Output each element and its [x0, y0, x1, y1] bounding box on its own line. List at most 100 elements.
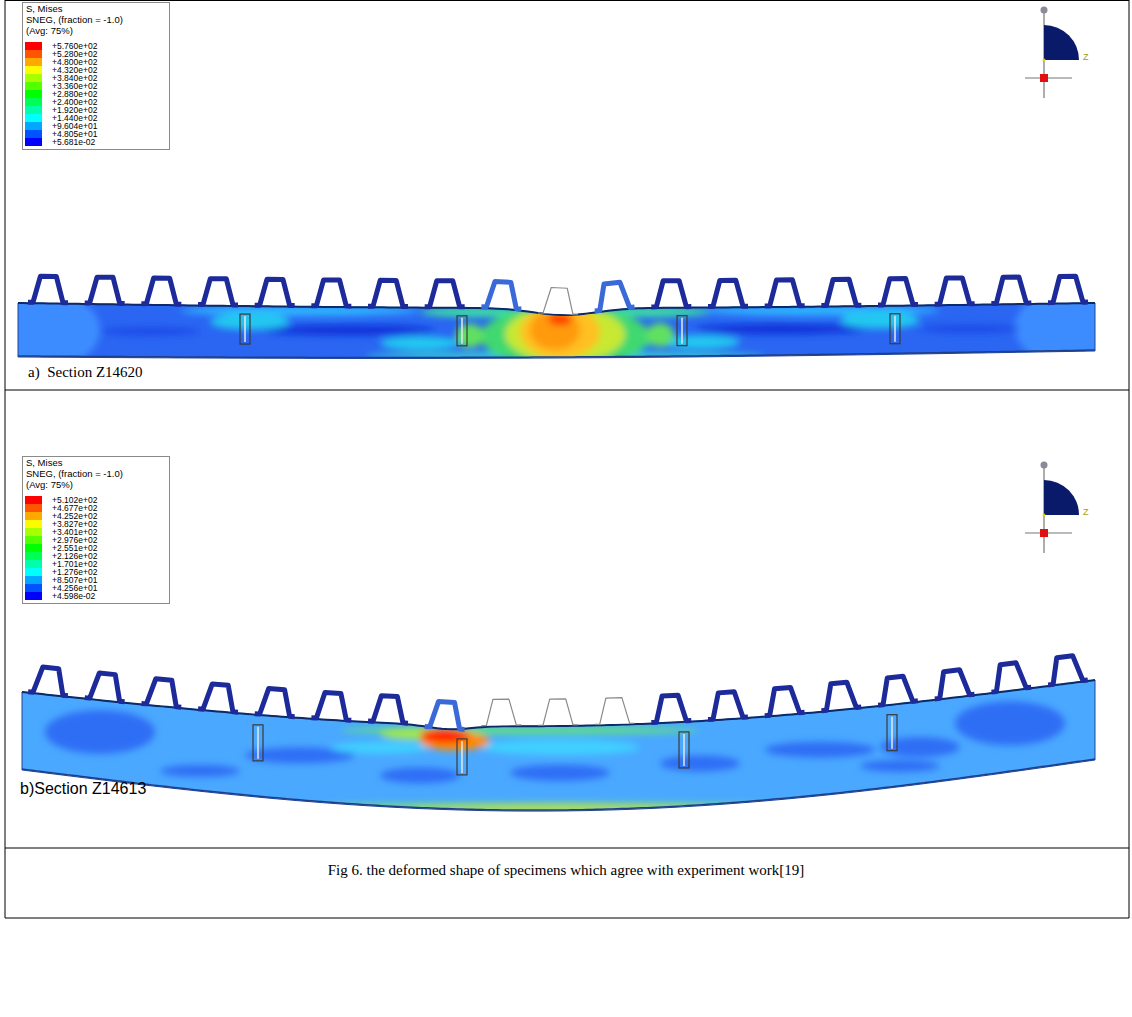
legend-heading: (Avg: 75%) [26, 26, 73, 36]
legend-swatch [25, 512, 42, 520]
shear-connector [878, 278, 918, 304]
shear-connector [763, 686, 805, 715]
table-rule [5, 0, 6, 918]
legend-heading: S, Mises [26, 4, 62, 14]
legend-swatch [25, 528, 42, 536]
shear-connector [821, 279, 861, 305]
stress-contour [100, 327, 200, 335]
table-rule [5, 390, 1129, 391]
stress-contour [330, 742, 430, 754]
shear-connector [141, 678, 183, 708]
stress-contour [860, 760, 940, 772]
beam-web [22, 680, 1095, 811]
stress-contour [265, 325, 435, 335]
shear-connector [706, 691, 748, 720]
web-stiffener [457, 316, 467, 346]
web-stiffener [679, 732, 689, 768]
axis-label: Z [1083, 53, 1089, 63]
shear-connector [651, 281, 691, 307]
table-rule [5, 918, 1129, 919]
shear-connector [932, 668, 975, 699]
shear-connector [819, 681, 861, 711]
shear-connector [1045, 654, 1088, 685]
shear-connector [198, 683, 240, 712]
web-stiffener [253, 725, 263, 761]
legend-swatch [25, 592, 42, 600]
table-rule [5, 0, 1129, 1]
table-rule [1129, 0, 1130, 918]
stress-contour [160, 765, 240, 777]
table-rule [5, 848, 1129, 849]
legend-swatch [25, 74, 42, 82]
shear-connector [481, 281, 523, 309]
legend-swatch [25, 82, 42, 90]
legend-swatch [25, 58, 42, 66]
steel-beam [0, 276, 1132, 370]
stress-contour [380, 336, 460, 350]
shear-connector [85, 277, 125, 304]
shear-connector [592, 281, 634, 311]
web-stiffener [457, 739, 467, 775]
legend-swatch [25, 504, 42, 512]
shear-connector [425, 701, 467, 730]
top-flange [22, 680, 1095, 729]
stress-contour [660, 755, 740, 771]
shear-connector [1048, 276, 1088, 303]
shear-connector [934, 278, 974, 305]
stress-contour [45, 710, 155, 754]
shear-connector [85, 672, 127, 702]
shear-connector [141, 278, 181, 305]
legend-swatch [25, 42, 42, 50]
beam-outline [22, 680, 1095, 811]
shear-connector [311, 692, 353, 720]
stress-contour [646, 323, 674, 347]
stress-contour [1015, 287, 1132, 367]
legend-heading: (Avg: 75%) [26, 480, 73, 490]
figure-caption: Fig 6. the deformed shape of specimens w… [0, 862, 1132, 879]
stress-contour [765, 742, 875, 758]
legend-swatch [25, 544, 42, 552]
shear-connector [538, 287, 579, 315]
legend-swatch [25, 98, 42, 106]
stress-contour [510, 765, 610, 781]
stress-contour [530, 310, 580, 350]
legend-swatch [25, 130, 42, 138]
shear-connector [708, 280, 748, 306]
legend-heading: SNEG, (fraction = -1.0) [26, 469, 123, 479]
legend-heading: S, Mises [26, 458, 62, 468]
shear-connector [28, 276, 68, 303]
legend-swatch [25, 496, 42, 504]
steel-beam [22, 654, 1095, 813]
stress-contour [380, 767, 460, 783]
web-stiffener [677, 316, 687, 346]
legend-swatch [25, 568, 42, 576]
web-stiffener [240, 314, 250, 344]
legend-swatch [25, 552, 42, 560]
axis-label: Z [1083, 508, 1089, 518]
legend-swatch [25, 114, 42, 122]
shear-connector [311, 280, 351, 306]
shear-connector [875, 675, 918, 705]
legend-swatch [25, 584, 42, 592]
legend-value: +5.681e-02 [52, 138, 95, 147]
legend-swatch [25, 90, 42, 98]
shear-connector [481, 699, 521, 726]
shear-connector [198, 279, 238, 305]
shear-connector [538, 699, 578, 725]
shear-connector [425, 281, 465, 307]
legend-swatch [25, 106, 42, 114]
shear-connector [594, 697, 635, 724]
legend-swatch [25, 560, 42, 568]
legend-swatch [25, 66, 42, 74]
table-borders [5, 0, 1129, 918]
shear-connector [255, 688, 297, 717]
stress-contour [840, 313, 920, 329]
bottom-flange [18, 350, 1095, 357]
shear-connector [988, 661, 1031, 692]
shear-connector [368, 695, 409, 723]
web-stiffener [890, 314, 900, 344]
panel-label: a) Section Z14620 [28, 364, 143, 381]
shear-connector [28, 666, 71, 696]
stress-contour [955, 701, 1065, 745]
axis-triad [1025, 462, 1079, 554]
